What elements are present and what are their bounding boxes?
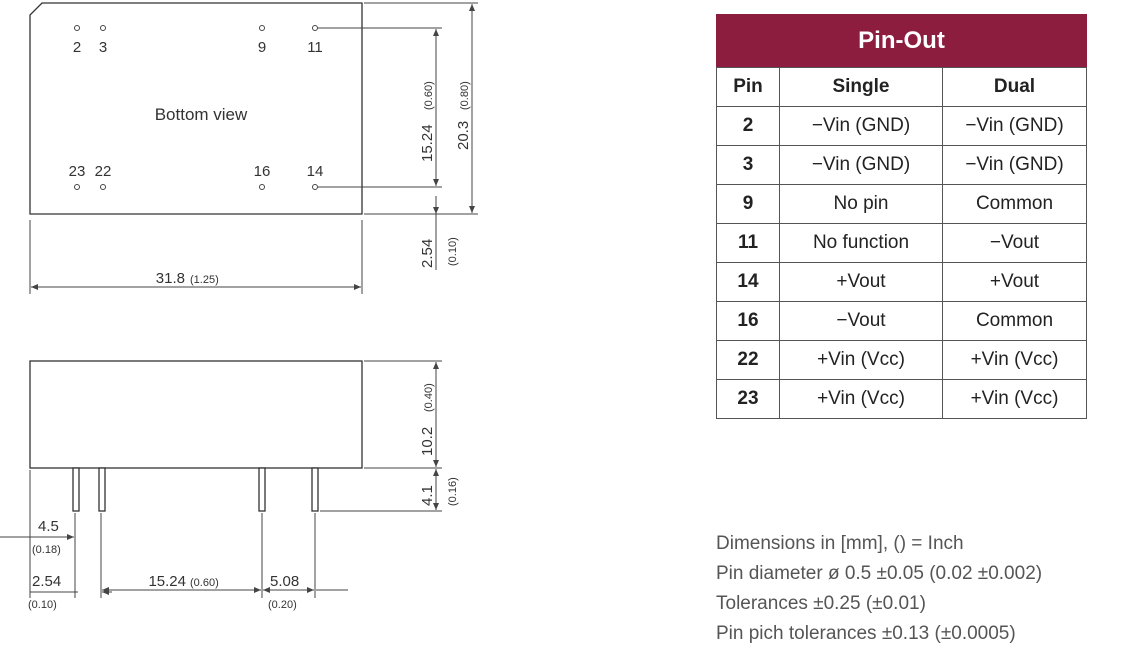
width-dim: 31.8 <box>156 270 185 287</box>
pin-hole-23 <box>74 184 80 190</box>
pinout-header-row: Pin Single Dual <box>716 67 1087 107</box>
pin-number: 11 <box>716 223 780 263</box>
single-function: No function <box>779 223 943 263</box>
width-dim-inch: (1.25) <box>190 274 219 286</box>
side-height-dim: 10.2 <box>419 427 436 456</box>
pinout-title: Pin-Out <box>716 14 1087 67</box>
pitch-end-dim: 5.08 <box>270 573 299 590</box>
pin-label-11: 11 <box>307 39 323 56</box>
single-function: +Vout <box>779 262 943 302</box>
pin-number: 3 <box>716 145 780 185</box>
table-row: 22+Vin (Vcc)+Vin (Vcc) <box>716 340 1087 380</box>
table-row: 23+Vin (Vcc)+Vin (Vcc) <box>716 379 1087 419</box>
pin-hole-2 <box>74 25 80 31</box>
note-units: Dimensions in [mm], () = Inch <box>716 533 964 554</box>
single-function: +Vin (Vcc) <box>779 340 943 380</box>
table-row: 3−Vin (GND)−Vin (GND) <box>716 145 1087 185</box>
height-dim-inch: (0.80) <box>459 81 471 110</box>
pin-label-16: 16 <box>254 163 271 180</box>
pin-label-22: 22 <box>95 163 112 180</box>
dual-function: −Vin (GND) <box>942 145 1087 185</box>
note-tolerances: Tolerances ±0.25 (±0.01) <box>716 593 926 614</box>
single-function: −Vout <box>779 301 943 341</box>
pin-label-23: 23 <box>69 163 86 180</box>
single-function: −Vin (GND) <box>779 106 943 146</box>
side-view: 10.2 (0.40) 4.1 (0.16) 4.5 (0.18) 2.54 (… <box>0 360 459 611</box>
dual-function: −Vin (GND) <box>942 106 1087 146</box>
dual-function: Common <box>942 301 1087 341</box>
pitch-small-dim-inch: (0.10) <box>28 599 57 611</box>
pin-number: 16 <box>716 301 780 341</box>
pin-leg-1 <box>72 467 80 512</box>
pitch-large-dim: 15.24 <box>148 573 186 590</box>
bottom-view-label: Bottom view <box>155 105 248 124</box>
pin-leg-2 <box>98 467 106 512</box>
note-pitch-tolerances: Pin pich tolerances ±0.13 (±0.0005) <box>716 623 1016 644</box>
pin-number: 9 <box>716 184 780 224</box>
note-pin-diameter: Pin diameter ø 0.5 ±0.05 (0.02 ±0.002) <box>716 563 1043 584</box>
dual-function: +Vin (Vcc) <box>942 340 1087 380</box>
pin-hole-14 <box>312 184 318 190</box>
dual-function: −Vout <box>942 223 1087 263</box>
pinout-table: Pin-Out Pin Single Dual 2−Vin (GND)−Vin … <box>716 14 1087 419</box>
pin-hole-22 <box>100 184 106 190</box>
pin-hole-3 <box>100 25 106 31</box>
pitch-small-dim: 2.54 <box>32 573 61 590</box>
pin-len-dim: 4.1 <box>419 485 436 506</box>
header-single: Single <box>779 67 943 107</box>
pitch-large-dim-inch: (0.60) <box>190 577 219 589</box>
pin-number: 22 <box>716 340 780 380</box>
offset-dim-inch: (0.18) <box>32 544 61 556</box>
pin-number: 2 <box>716 106 780 146</box>
standoff-dim-inch: (0.10) <box>447 237 459 266</box>
dual-function: Common <box>942 184 1087 224</box>
dual-function: +Vin (Vcc) <box>942 379 1087 419</box>
pin-number: 14 <box>716 262 780 302</box>
pin-label-9: 9 <box>258 39 266 56</box>
single-function: +Vin (Vcc) <box>779 379 943 419</box>
height-dim: 20.3 <box>455 121 472 150</box>
table-row: 14+Vout+Vout <box>716 262 1087 302</box>
pitch-dim: 15.24 <box>419 124 436 162</box>
table-row: 2−Vin (GND)−Vin (GND) <box>716 106 1087 146</box>
pitch-dim-inch: (0.60) <box>423 81 435 110</box>
offset-dim: 4.5 <box>38 518 59 535</box>
pin-leg-3 <box>258 467 266 512</box>
header-pin: Pin <box>716 67 780 107</box>
bottom-view: Bottom view 2 3 9 11 23 22 16 14 31.8 (1… <box>29 2 478 294</box>
pin-len-dim-inch: (0.16) <box>447 477 459 506</box>
single-function: No pin <box>779 184 943 224</box>
pin-leg-4 <box>311 467 319 512</box>
standoff-dim: 2.54 <box>419 239 436 268</box>
dual-function: +Vout <box>942 262 1087 302</box>
pin-hole-9 <box>259 25 265 31</box>
pin-label-3: 3 <box>99 39 107 56</box>
single-function: −Vin (GND) <box>779 145 943 185</box>
pin-label-14: 14 <box>307 163 324 180</box>
side-height-dim-inch: (0.40) <box>423 383 435 412</box>
module-outline-bottom <box>29 2 363 215</box>
pitch-end-dim-inch: (0.20) <box>268 599 297 611</box>
pin-hole-16 <box>259 184 265 190</box>
pin-number: 23 <box>716 379 780 419</box>
dimension-notes: Dimensions in [mm], () = Inch Pin diamet… <box>716 529 1042 649</box>
module-outline-side <box>29 360 363 469</box>
header-dual: Dual <box>942 67 1087 107</box>
pin-label-2: 2 <box>73 39 81 56</box>
pin-hole-11 <box>312 25 318 31</box>
